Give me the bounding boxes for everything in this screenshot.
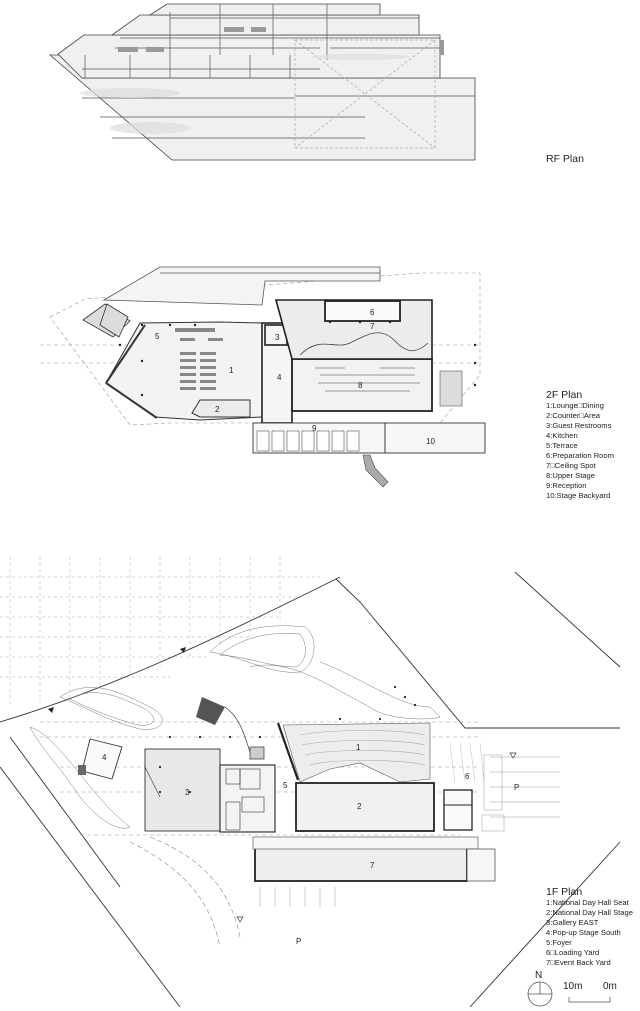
1f-legend: 1F Plan 1:National Day Hall Seat 2:Natio… xyxy=(546,886,633,968)
1f-legend-item: 2:National Day Hall Stage xyxy=(546,908,633,917)
rf-plan-drawing xyxy=(48,3,476,161)
2f-legend-item: 1:Lounge□Dining xyxy=(546,401,604,410)
1f-room-3: 3 xyxy=(185,788,190,797)
parking-label-south: P xyxy=(296,937,301,946)
1f-legend-item: 6□Loading Yard xyxy=(546,948,600,957)
2f-legend-item: 5:Terrace xyxy=(546,441,578,450)
2f-room-6: 6 xyxy=(370,308,375,317)
2f-room-8: 8 xyxy=(358,381,363,390)
2f-legend-item: 6:Preparation Room xyxy=(546,451,614,460)
1f-legend-item: 7□Event Back Yard xyxy=(546,958,611,967)
scale-bar xyxy=(568,997,611,1003)
2f-plan-title: 2F Plan xyxy=(546,389,583,401)
rf-plan-title: RF Plan xyxy=(546,153,584,165)
2f-room-10: 10 xyxy=(426,437,435,446)
scale-right-label: 0m xyxy=(603,981,617,992)
2f-room-9: 9 xyxy=(312,424,317,433)
1f-room-1: 1 xyxy=(356,743,361,752)
1f-room-5: 5 xyxy=(283,781,288,790)
2f-room-4: 4 xyxy=(277,373,282,382)
north-label: N xyxy=(535,970,543,981)
2f-room-3: 3 xyxy=(275,333,280,342)
north-arrow-icon xyxy=(527,981,553,1007)
1f-room-6: 6 xyxy=(465,772,470,781)
preparation-room xyxy=(324,300,401,322)
2f-legend-item: 4:Kitchen xyxy=(546,431,578,440)
scale-left-label: 10m xyxy=(563,981,583,992)
2f-room-2: 2 xyxy=(215,405,220,414)
2f-legend: 2F Plan 1:Lounge□Dining 2:Counter□Area 3… xyxy=(546,389,614,501)
1f-room-7: 7 xyxy=(370,861,375,870)
parking-label-east: P xyxy=(514,783,519,792)
2f-legend-item: 8:Upper Stage xyxy=(546,471,595,480)
1f-legend-item: 5:Foyer xyxy=(546,938,572,947)
2f-legend-item: 9:Reception xyxy=(546,481,587,490)
2f-room-7: 7 xyxy=(370,322,375,331)
1f-room-2: 2 xyxy=(357,802,362,811)
2f-room-1: 1 xyxy=(229,366,234,375)
2f-legend-item: 10:Stage Backyard xyxy=(546,491,611,500)
1f-legend-item: 4:Pop-up Stage South xyxy=(546,928,621,937)
2f-legend-item: 2:Counter□Area xyxy=(546,411,600,420)
1f-legend-item: 1:National Day Hall Seat xyxy=(546,898,629,907)
1f-plan-drawing: 1 2 3 4 5 6 7 P P xyxy=(0,557,621,1007)
2f-plan-drawing: 1 2 3 4 5 6 7 8 9 10 xyxy=(40,266,486,488)
1f-legend-item: 3:Gallery EAST xyxy=(546,918,599,927)
2f-legend-item: 7□Ceiling Spot xyxy=(546,461,596,470)
1f-room-4: 4 xyxy=(102,753,107,762)
2f-legend-item: 3:Guest Restrooms xyxy=(546,421,612,430)
1f-plan-title: 1F Plan xyxy=(546,886,583,898)
2f-room-5: 5 xyxy=(155,332,160,341)
